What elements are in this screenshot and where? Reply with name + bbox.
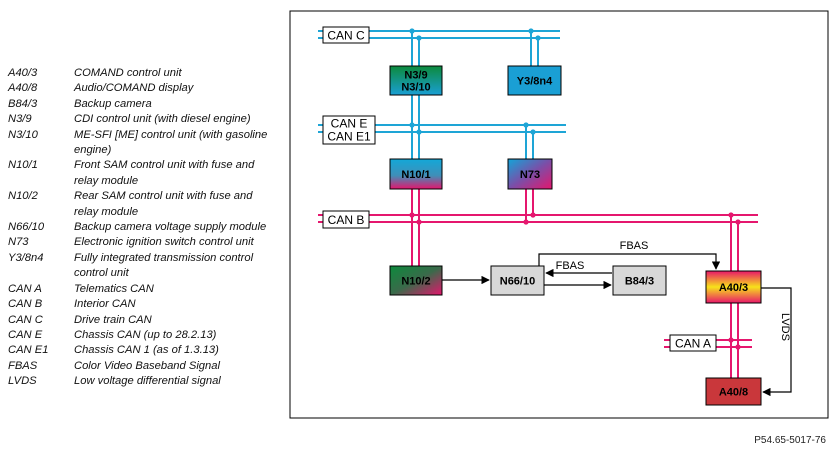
legend-abbr: CAN E [8,328,43,341]
legend-abbr: FBAS [8,359,38,372]
arrow-n66-to-a40-3: FBAS [538,240,721,270]
can-e-label-text: CAN E [331,117,368,131]
legend-abbr: A40/3 [8,67,38,79]
legend-abbr: CAN C [8,313,43,326]
box-n10-2-label: N10/2 [401,276,430,288]
box-a40-3-label: A40/3 [719,282,748,294]
legend-desc: Low voltage differential signal [74,375,221,388]
box-n3-9-label: N3/9 [404,70,427,82]
legend-abbr: LVDS [8,375,37,388]
can-b-label: CAN B [322,210,370,229]
legend-row: N10/2 Rear SAM control unit with fuse and… [8,189,278,220]
legend-abbr: CAN E1 [8,344,49,357]
drop-y3 [530,31,539,66]
legend-row: N3/10 ME-SFI [ME] control unit (with gaso… [8,128,278,159]
legend: A40/3 COMAND control unit A40/8 Audio/COMA… [8,66,278,390]
can-e1-label-text: CAN E1 [327,130,371,144]
box-n10-2: N10/2 [389,265,443,296]
can-a-label: CAN A [669,334,717,352]
legend-desc: Backup camera [74,97,152,110]
junction-dots [409,28,741,350]
legend-abbr: A40/8 [8,82,38,95]
legend-abbr: B84/3 [8,97,38,110]
legend-desc: Electronic ignition switch control unit [74,236,254,249]
diagram-frame [289,10,829,419]
arrow-a40-3-to-a40-8: LVDS [761,287,792,397]
box-a40-3: A40/3 [705,270,762,304]
legend-row: CAN B Interior CAN [8,297,278,312]
box-n3-9: N3/9 N3/10 [389,65,443,96]
legend-row: Y3/8n4 Fully integrated transmission cont… [8,251,278,282]
box-n66-10: N66/10 [490,265,545,296]
fbas-inner-label: FBAS [556,260,585,272]
can-a-label-text: CAN A [675,337,711,351]
legend-row: A40/8 Audio/COMAND display [8,81,278,96]
legend-row: CAN E Chassis CAN (up to 28.2.13) [8,328,278,343]
legend-desc: Audio/COMAND display [74,82,194,95]
box-n73: N73 [507,158,553,190]
legend-row: A40/3 COMAND control unit [8,66,278,81]
can-c-label-text: CAN C [327,29,365,43]
legend-desc: Interior CAN [74,298,136,311]
legend-row: CAN A Telematics CAN [8,282,278,297]
legend-abbr: CAN A [8,282,42,295]
legend-abbr: CAN B [8,298,43,311]
legend-abbr: N3/9 [8,113,32,126]
legend-abbr: Y3/8n4 [8,251,44,264]
drop-n73 [525,125,534,159]
box-n10-1: N10/1 [389,158,443,190]
box-a40-8-label: A40/8 [719,387,748,399]
legend-row: CAN C Drive train CAN [8,313,278,328]
legend-row: N3/9 CDI control unit (with diesel engine… [8,112,278,127]
legend-row: N73 Electronic ignition switch control un… [8,235,278,250]
legend-desc: CDI control unit (with diesel engine) [74,113,251,126]
legend-desc: Drive train CAN [74,313,152,326]
lvds-label: LVDS [779,313,791,341]
legend-row: N10/1 Front SAM control unit with fuse an… [8,158,278,189]
box-a40-8: A40/8 [705,377,762,406]
drop-can-b [411,189,739,378]
legend-abbr: N66/10 [8,221,45,234]
box-b84-3: B84/3 [612,265,667,296]
can-b-bus [318,214,758,223]
box-b84-label: B84/3 [625,276,654,288]
legend-desc: Color Video Baseband Signal [74,359,220,372]
box-n10-1-label: N10/1 [401,169,430,181]
legend-row: FBAS Color Video Baseband Signal [8,359,278,374]
box-y3-label: Y3/8n4 [517,76,553,88]
legend-desc: Fully integrated transmission control co… [74,251,254,280]
legend-desc: Chassis CAN (up to 28.2.13) [74,328,217,341]
legend-row: CAN E1 Chassis CAN 1 (as of 1.3.13) [8,343,278,358]
box-n73-label: N73 [520,169,540,181]
can-b-label-text: CAN B [328,213,365,227]
legend-desc: Front SAM control unit with fuse and rel… [74,159,255,187]
legend-row: LVDS Low voltage differential signal [8,374,278,389]
legend-desc: COMAND control unit [74,67,182,79]
legend-abbr: N73 [8,236,29,249]
legend-abbr: N10/1 [8,159,38,172]
can-c-label: CAN C [322,26,370,44]
can-e-label: CAN E CAN E1 [322,115,376,145]
legend-desc: Chassis CAN 1 (as of 1.3.13) [74,344,219,357]
box-y3-8n4: Y3/8n4 [507,65,562,96]
legend-desc: Backup camera voltage supply module [74,221,267,234]
box-n3-10-label: N3/10 [401,82,430,94]
legend-row: B84/3 Backup camera [8,97,278,112]
legend-abbr: N10/2 [8,190,38,203]
legend-desc: Telematics CAN [74,282,154,295]
figure-id: P54.65-5017-76 [754,435,826,446]
fbas-top-label: FBAS [620,240,649,252]
legend-desc: Rear SAM control unit with fuse and rela… [74,190,253,218]
legend-abbr: N3/10 [8,128,38,141]
legend-desc: ME-SFI [ME] control unit (with gasoline … [74,128,268,157]
legend-row: N66/10 Backup camera voltage supply modul… [8,220,278,235]
arrow-b84-to-n66: FBAS [545,260,612,278]
box-n66-label: N66/10 [500,276,535,288]
